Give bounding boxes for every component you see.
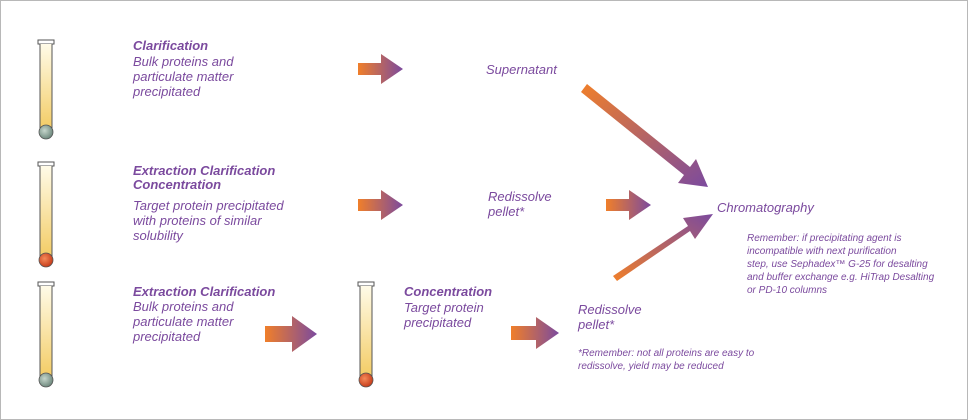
arrow-right — [265, 316, 317, 352]
pellet-red — [358, 372, 374, 388]
row1-heading: Clarification — [133, 38, 209, 53]
arrow-right — [606, 190, 651, 220]
arrow-diagonal-down — [581, 84, 708, 187]
row2-result-label: Redissolve pellet* — [488, 189, 552, 219]
chromatography-note: Remember: if precipitating agent is inco… — [747, 233, 935, 296]
row3-heading: Extraction Clarification — [133, 284, 276, 299]
footnote: *Remember: not all proteins are easy to … — [578, 348, 755, 372]
test-tube-3 — [37, 281, 55, 388]
pellet-gray — [38, 372, 54, 388]
row3-step2-description: Target protein precipitated — [404, 300, 484, 330]
arrow-diagonal-up — [613, 214, 713, 281]
row1-description: Bulk proteins and particulate matter pre… — [133, 54, 234, 99]
test-tube-1 — [37, 39, 55, 140]
arrow-right — [511, 317, 559, 349]
arrow-right — [358, 54, 403, 84]
test-tube-4 — [357, 281, 375, 388]
pellet-red — [38, 252, 54, 268]
row3-result-label: Redissolve pellet* — [578, 302, 642, 332]
row3-description: Bulk proteins and particulate matter pre… — [133, 299, 234, 344]
chromatography-label: Chromatography — [717, 200, 814, 215]
test-tube-2 — [37, 161, 55, 268]
row2-description: Target protein precipitated with protein… — [133, 198, 284, 243]
row2-heading: Extraction Clarification Concentration — [133, 163, 276, 192]
pellet-gray — [38, 124, 54, 140]
row3-step2-heading: Concentration — [404, 284, 493, 299]
arrow-right — [358, 190, 403, 220]
supernatant-label: Supernatant — [486, 62, 557, 77]
